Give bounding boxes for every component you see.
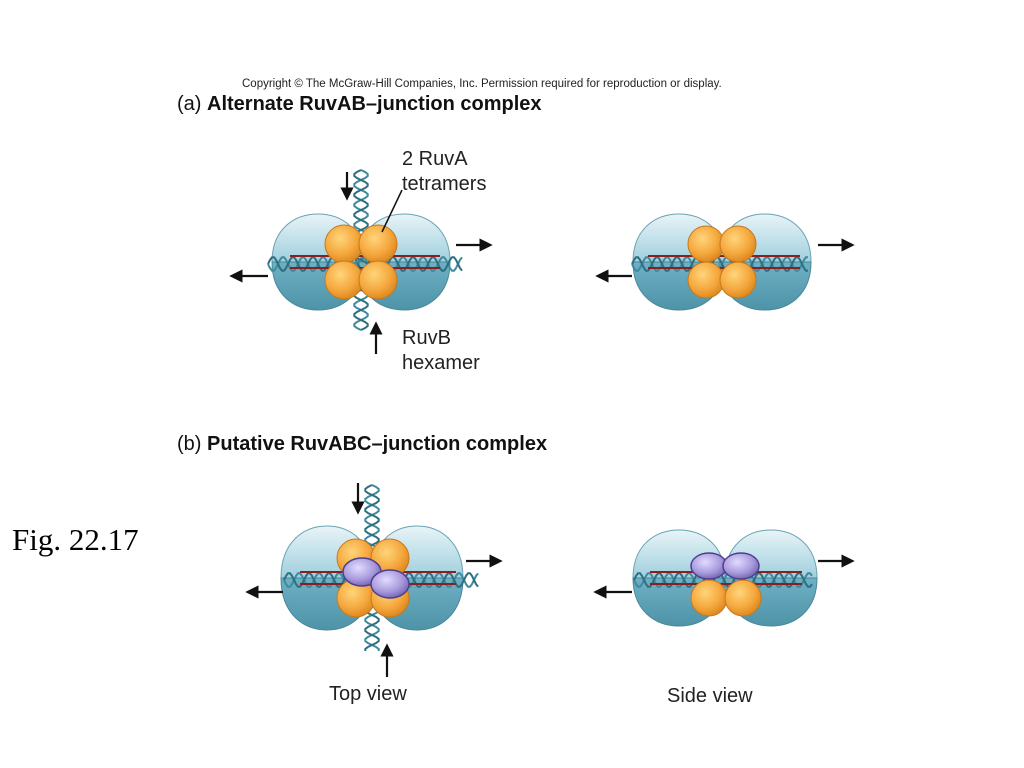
a-side-ruva-3 bbox=[687, 261, 725, 299]
a-side-ruva-2 bbox=[719, 225, 757, 263]
b-side-ruvc-1 bbox=[690, 552, 728, 580]
panel-b-title-text: Putative RuvABC–junction complex bbox=[207, 433, 548, 455]
panel-a-title-text: Alternate RuvAB–junction complex bbox=[207, 93, 542, 115]
b-side-ruvc-2 bbox=[722, 552, 760, 580]
a-top-ruva-3 bbox=[324, 260, 364, 300]
panel-a-title: (a) Alternate RuvAB–junction complex bbox=[177, 93, 542, 116]
ruvb-label-line2: hexamer bbox=[402, 352, 480, 374]
ruva-pointer-line bbox=[381, 189, 403, 233]
panel-a-letter: (a) bbox=[177, 93, 202, 115]
a-side-dna-horizontal-strand-2 bbox=[631, 256, 808, 272]
panel-b-title: (b) Putative RuvABC–junction complex bbox=[177, 433, 547, 456]
ruva-label-line2: tetramers bbox=[402, 173, 487, 195]
a-top-ruva-4 bbox=[358, 260, 398, 300]
b-side-dna-horizontal-strand-2 bbox=[633, 572, 813, 588]
top-view-label: Top view bbox=[329, 683, 407, 705]
a-top-ruva-2 bbox=[358, 224, 398, 264]
ruvb-label-line1: RuvB bbox=[402, 327, 451, 349]
b-side-ruva-1 bbox=[690, 579, 728, 617]
a-top-ruva-1 bbox=[324, 224, 364, 264]
ruva-label-line1: 2 RuvA bbox=[402, 148, 468, 170]
copyright-notice: Copyright © The McGraw-Hill Companies, I… bbox=[242, 78, 722, 90]
side-view-label: Side view bbox=[667, 685, 753, 707]
a-side-ruva-4 bbox=[719, 261, 757, 299]
a-side-ruva-1 bbox=[687, 225, 725, 263]
b-side-ruva-2 bbox=[724, 579, 762, 617]
b-top-ruvc-2 bbox=[370, 569, 410, 599]
panel-b-letter: (b) bbox=[177, 433, 202, 455]
figure-number: Fig. 22.17 bbox=[12, 522, 139, 557]
